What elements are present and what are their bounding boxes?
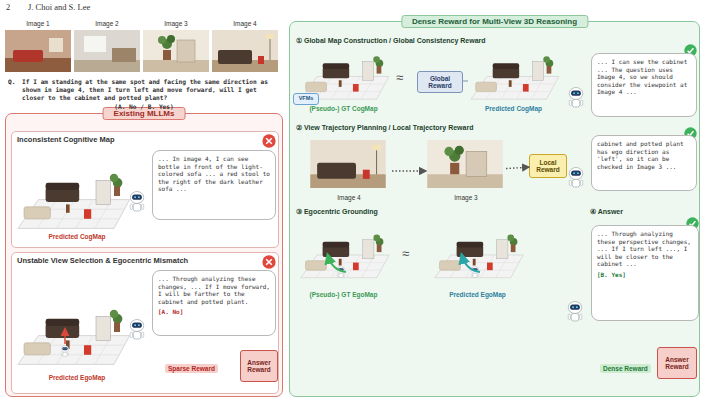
approx-symbol: ≈ <box>396 70 403 85</box>
node-text: Image 4 <box>337 194 361 201</box>
node-text: Global Reward <box>418 75 462 90</box>
direction-arrow <box>64 330 66 344</box>
node-text: Dense Reward for Multi-View 3D Reasoning <box>401 15 588 28</box>
image-caption: Image 1 <box>5 20 71 27</box>
robot-icon <box>130 192 144 212</box>
speech-bubble: ... In image 4, I can see bottle in fron… <box>152 150 276 220</box>
reward-tag: Sparse Reward <box>165 364 218 373</box>
image-caption: Image 4 <box>212 20 278 27</box>
direction-arrow <box>462 256 480 272</box>
node-text: VFMs <box>299 95 314 103</box>
view-frame: Image 3 <box>426 141 506 201</box>
robot-icon <box>569 168 583 188</box>
question-marker: Q. <box>8 78 15 86</box>
view-frame: Image 4 <box>306 141 392 201</box>
speech-bubble: cabinet and potted plant has ego directi… <box>591 135 697 191</box>
page-number: 2 <box>6 2 10 12</box>
reward-box: Answer Reward <box>657 347 697 379</box>
robot-icon <box>130 320 144 340</box>
robot-icon <box>569 88 583 108</box>
section-heading: ① Global Map Construction / Global Consi… <box>296 37 486 45</box>
map-caption: Predicted EgoMap <box>430 291 525 298</box>
answer-options: (A. No / B. Yes) <box>5 103 283 111</box>
reward-box: Local Reward <box>529 154 567 178</box>
node-text: ... In image 4, I can see bottle in fron… <box>158 155 270 193</box>
view-photo <box>310 140 385 188</box>
robot-icon <box>61 346 69 357</box>
node-text: cabinet and potted plant has ego directi… <box>597 140 691 170</box>
reward-tag: Dense Reward <box>600 364 651 373</box>
answer-text: [A. No] <box>158 308 270 316</box>
map-caption: (Pseudo-) GT CogMap <box>296 105 391 112</box>
reward-box: Answer Reward <box>240 350 278 382</box>
reward-box: Global Reward <box>417 71 463 93</box>
cross-icon <box>262 255 275 268</box>
approx-symbol: ≈ <box>402 246 409 261</box>
section-heading: ③ Egocentric Grounding <box>296 208 378 216</box>
view-photo <box>212 30 278 72</box>
direction-arrow <box>328 256 346 272</box>
section-heading: ② View Trajectory Planning / Local Traje… <box>296 124 473 132</box>
view-photo <box>427 140 502 188</box>
speech-bubble: ... I can see the cabinet ... The questi… <box>591 53 697 117</box>
node-text: Answer Reward <box>658 356 696 371</box>
view-photo <box>5 30 71 72</box>
running-head: J. Choi and S. Lee <box>28 2 90 12</box>
node-text: ... Through analyzing these changes, ...… <box>158 275 270 305</box>
node-text: ... I can see the cabinet ... The questi… <box>597 58 691 96</box>
map-caption: Predicted CogMap <box>22 233 132 240</box>
node-text: Local Reward <box>530 159 566 174</box>
section-heading: ④ Answer <box>590 208 623 216</box>
image-caption: Image 2 <box>74 20 140 27</box>
view-photo <box>143 30 209 72</box>
speech-bubble: ... Through analyzing these changes, ...… <box>152 270 276 336</box>
image-caption: Image 3 <box>143 20 209 27</box>
map-caption: Predicted CogMap <box>466 105 561 112</box>
map-caption: Predicted EgoMap <box>22 374 132 381</box>
node-text: Image 3 <box>454 194 478 201</box>
cross-icon <box>262 134 275 147</box>
node-text: Answer Reward <box>241 359 277 374</box>
model-box: VFMs <box>293 93 319 105</box>
robot-icon <box>568 302 582 322</box>
view-photo <box>74 30 140 72</box>
node-text: Unstable View Selection & Egocentric Mis… <box>12 253 278 268</box>
node-text: ... Through analyzing these perspective … <box>597 230 693 268</box>
map-caption: (Pseudo-) GT EgoMap <box>296 291 391 298</box>
question-text: If I am standing at the same spot and fa… <box>22 78 280 102</box>
speech-bubble: ... Through analyzing these perspective … <box>591 225 699 321</box>
answer-text: [B. Yes] <box>597 271 693 279</box>
node-text: Inconsistent Cognitive Map <box>12 132 278 147</box>
